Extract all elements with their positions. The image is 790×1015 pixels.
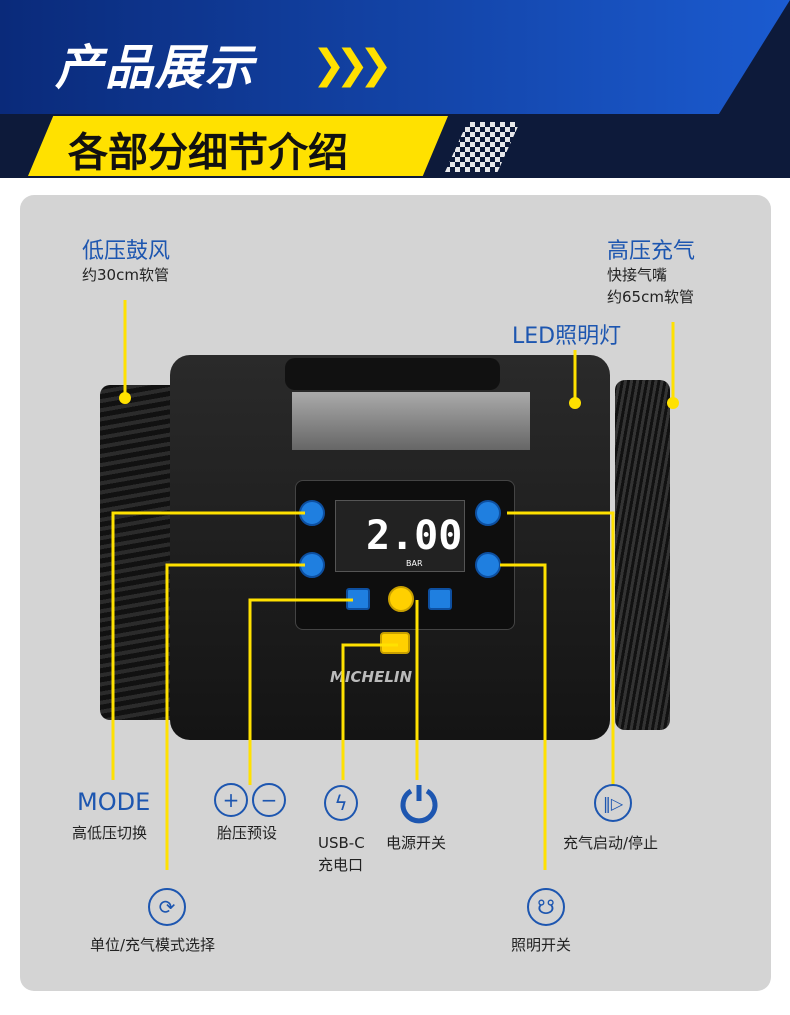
light-icon: ☋ xyxy=(527,888,565,926)
device-handle xyxy=(285,358,500,390)
light-note: 照明开关 xyxy=(511,936,572,954)
plus-icon: + xyxy=(214,783,248,817)
unit-note: 单位/充气模式选择 xyxy=(90,936,216,954)
lcd-display: 2.00 BAR xyxy=(335,500,465,572)
start-stop-button[interactable] xyxy=(475,500,501,526)
low-pressure-note: 约30cm软管 xyxy=(82,266,169,284)
usbc-port xyxy=(380,632,410,654)
preset-note: 胎压预设 xyxy=(217,824,278,842)
usbc-note2: 充电口 xyxy=(318,856,364,874)
led-title: LED照明灯 xyxy=(512,324,622,349)
power-note: 电源开关 xyxy=(386,834,447,852)
start-stop-note: 充气启动/停止 xyxy=(563,834,659,852)
header-blue-band xyxy=(0,0,790,114)
subtitle-band xyxy=(28,116,448,176)
mode-title: MODE xyxy=(77,788,151,816)
high-pressure-title: 高压充气 xyxy=(607,239,696,264)
display-unit: BAR xyxy=(406,559,423,568)
brand-logo: MICHELIN xyxy=(330,668,413,686)
start-stop-icon: ‖▷ xyxy=(594,784,632,822)
cycle-icon: ⟳ xyxy=(148,888,186,926)
high-pressure-note2: 约65cm软管 xyxy=(607,288,694,306)
power-button[interactable] xyxy=(388,586,414,612)
led-light-bar xyxy=(292,392,530,450)
display-value: 2.00 xyxy=(366,513,463,559)
light-button[interactable] xyxy=(475,552,501,578)
section-subtitle: 各部分细节介绍 xyxy=(68,130,348,176)
right-hose xyxy=(615,380,670,730)
power-icon xyxy=(400,785,438,824)
plus-button[interactable] xyxy=(428,588,452,610)
lightning-icon: ϟ xyxy=(324,785,358,821)
header-banner: 产品展示 ❯❯❯ 各部分细节介绍 xyxy=(0,0,790,178)
page-title: 产品展示 xyxy=(55,40,256,96)
minus-icon: − xyxy=(252,783,286,817)
chevron-icon: ❯❯❯ xyxy=(312,42,392,88)
usbc-note1: USB-C xyxy=(318,834,365,852)
mode-note: 高低压切换 xyxy=(72,824,148,842)
low-pressure-title: 低压鼓风 xyxy=(82,239,171,264)
high-pressure-note1: 快接气嘴 xyxy=(607,266,668,284)
